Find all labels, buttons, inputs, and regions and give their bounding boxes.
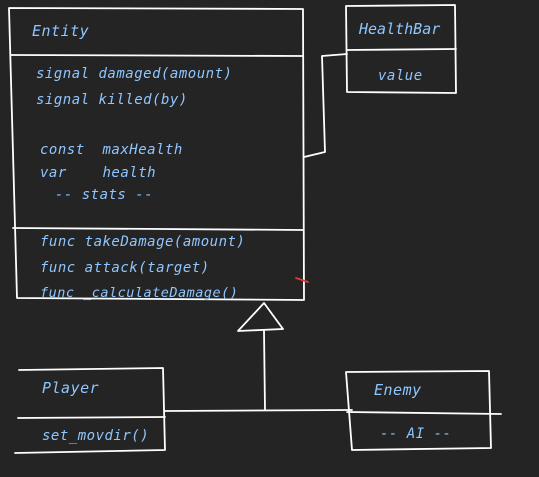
- entity-box-border: [8, 7, 305, 301]
- entity-signal: signal damaged(amount): [36, 66, 233, 82]
- entity-field: var health: [40, 165, 157, 181]
- entity-methods-divider: [12, 227, 304, 231]
- inheritance-horizontal: [164, 409, 353, 412]
- entity-method: func attack(target): [40, 260, 210, 276]
- entity-method: func takeDamage(amount): [40, 234, 246, 250]
- healthbar-header-divider: [346, 48, 457, 51]
- entity-header-divider: [10, 54, 303, 57]
- enemy-box-border: [345, 370, 492, 451]
- inheritance-stem: [263, 330, 266, 411]
- enemy-method: -- AI --: [380, 426, 452, 442]
- healthbar-class-name: HealthBar: [359, 20, 441, 38]
- red-mark: [295, 277, 309, 283]
- healthbar-field: value: [378, 68, 423, 84]
- enemy-header-divider: [346, 411, 502, 415]
- player-class-box: [14, 367, 166, 454]
- entity-signal: signal killed(by): [36, 92, 188, 108]
- entity-class-name: Entity: [32, 22, 90, 40]
- entity-method: func _calculateDamage(): [40, 285, 239, 301]
- enemy-class-box: [345, 370, 502, 451]
- entity-healthbar-association: [303, 53, 348, 158]
- enemy-class-name: Enemy: [374, 381, 422, 399]
- entity-field: const maxHealth: [40, 142, 183, 158]
- inheritance-arrowhead: [237, 302, 284, 332]
- player-method: set_movdir(): [42, 428, 150, 444]
- healthbar-class-box: [345, 4, 457, 94]
- entity-field: -- stats --: [46, 187, 154, 203]
- entity-class-box: [8, 7, 305, 301]
- player-class-name: Player: [42, 379, 100, 397]
- player-header-divider: [17, 416, 166, 419]
- healthbar-box-border: [345, 4, 457, 94]
- player-box-border: [14, 367, 166, 454]
